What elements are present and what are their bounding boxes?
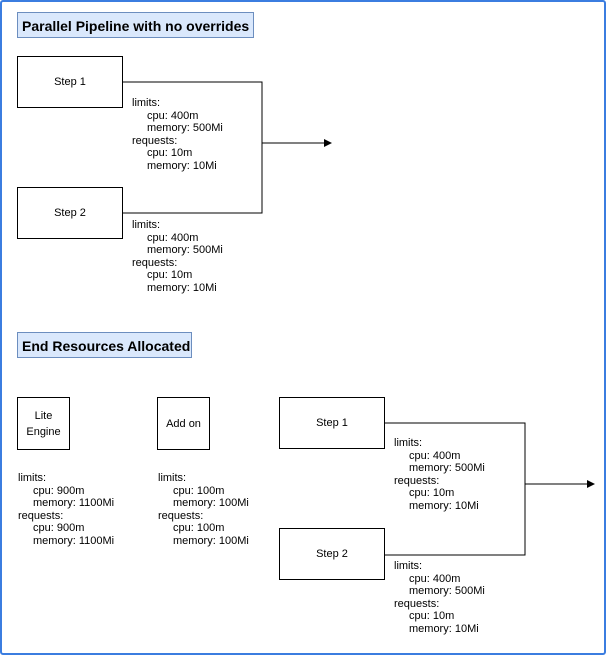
requests-cpu: cpu: 100m (173, 522, 225, 535)
add-on-resources: limits: cpu: 100m memory: 100Mi requests… (158, 472, 249, 548)
limits-label: limits: (158, 472, 187, 484)
step-2-resources-allocated: limits: cpu: 400m memory: 500Mi requests… (394, 560, 485, 636)
requests-label: requests: (394, 597, 440, 610)
limits-memory: memory: 500Mi (147, 244, 223, 257)
step-2-box-allocated: Step 2 (279, 528, 385, 580)
requests-cpu: cpu: 10m (409, 487, 455, 500)
step-1-resources: limits: cpu: 400m memory: 500Mi requests… (132, 97, 223, 173)
limits-memory: memory: 500Mi (409, 585, 485, 598)
limits-cpu: cpu: 400m (147, 109, 199, 122)
limits-cpu: cpu: 400m (409, 572, 461, 585)
requests-cpu: cpu: 900m (33, 522, 85, 535)
step-2-label: Step 2 (316, 548, 348, 560)
limits-cpu: cpu: 100m (173, 484, 225, 497)
requests-cpu: cpu: 10m (147, 269, 193, 282)
requests-label: requests: (158, 509, 204, 522)
requests-label: requests: (394, 474, 440, 487)
step-2-label: Step 2 (54, 207, 86, 219)
lite-engine-label-line1: Lite (34, 409, 53, 422)
section-title-parallel-pipeline: Parallel Pipeline with no overrides (17, 12, 254, 38)
limits-cpu: cpu: 400m (147, 231, 199, 244)
requests-memory: memory: 10Mi (409, 499, 479, 512)
step-2-resources: limits: cpu: 400m memory: 500Mi requests… (132, 219, 223, 295)
lite-engine-box: Lite Engine (17, 397, 70, 450)
limits-label: limits: (394, 437, 423, 449)
step-2-box: Step 2 (17, 187, 123, 239)
requests-memory: memory: 1100Mi (33, 534, 115, 547)
add-on-box: Add on (157, 397, 210, 450)
limits-memory: memory: 1100Mi (33, 497, 115, 510)
requests-memory: memory: 100Mi (173, 534, 249, 547)
limits-cpu: cpu: 900m (33, 484, 85, 497)
requests-label: requests: (132, 256, 178, 269)
requests-label: requests: (18, 509, 64, 522)
step-1-box-allocated: Step 1 (279, 397, 385, 449)
limits-cpu: cpu: 400m (409, 449, 461, 462)
step-1-box: Step 1 (17, 56, 123, 108)
requests-label: requests: (132, 134, 178, 147)
step-1-label: Step 1 (54, 76, 86, 88)
add-on-label: Add on (166, 417, 201, 430)
lite-engine-resources: limits: cpu: 900m memory: 1100Mi request… (18, 472, 114, 548)
lite-engine-label-line2: Engine (26, 425, 61, 438)
requests-cpu: cpu: 10m (409, 610, 455, 623)
limits-label: limits: (394, 560, 423, 572)
limits-label: limits: (18, 472, 47, 484)
step-1-label: Step 1 (316, 417, 348, 429)
section-title-end-resources: End Resources Allocated (17, 332, 192, 358)
limits-memory: memory: 500Mi (147, 122, 223, 135)
requests-memory: memory: 10Mi (147, 159, 217, 172)
limits-label: limits: (132, 219, 161, 231)
limits-label: limits: (132, 97, 161, 109)
requests-memory: memory: 10Mi (147, 281, 217, 294)
requests-memory: memory: 10Mi (409, 622, 479, 635)
step-1-resources-allocated: limits: cpu: 400m memory: 500Mi requests… (394, 437, 485, 513)
limits-memory: memory: 500Mi (409, 462, 485, 475)
limits-memory: memory: 100Mi (173, 497, 249, 510)
requests-cpu: cpu: 10m (147, 147, 193, 160)
